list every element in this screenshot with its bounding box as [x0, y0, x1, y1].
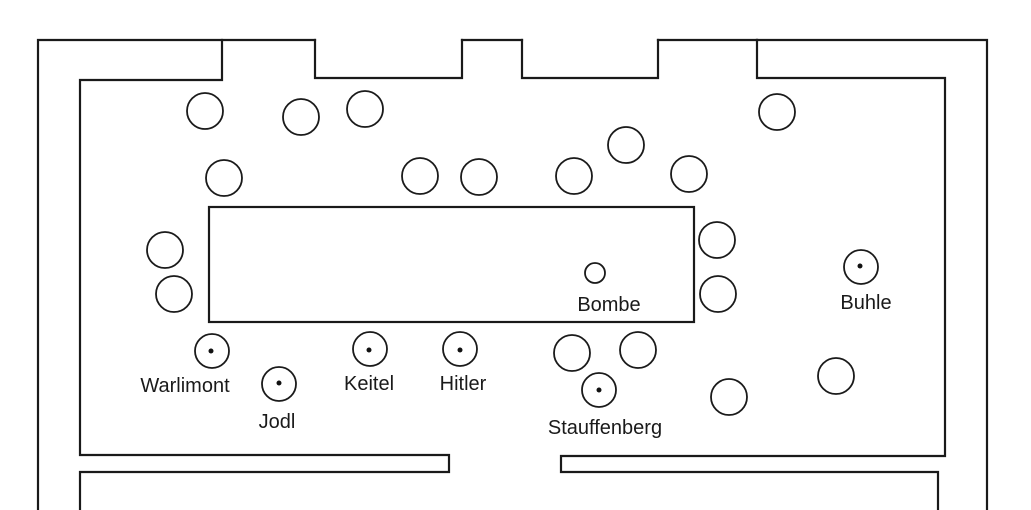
- person-buhle: Buhle: [840, 249, 892, 314]
- bomb-label: Bombe: [577, 294, 640, 316]
- stauffenberg-dot: [596, 387, 602, 393]
- door-frame-1: [313, 38, 464, 80]
- stauffenberg-label: Stauffenberg: [548, 417, 662, 439]
- seat: [401, 157, 439, 195]
- jodl-label: Jodl: [259, 411, 296, 433]
- seat: [186, 92, 224, 130]
- outer-wall-left: [36, 38, 451, 510]
- person-jodl: Jodl: [259, 366, 297, 433]
- keitel-dot: [366, 347, 372, 353]
- seat: [282, 98, 320, 136]
- seat: [710, 378, 748, 416]
- person-hitler: Hitler: [440, 331, 487, 395]
- person-keitel: Keitel: [344, 331, 394, 395]
- seat: [670, 155, 708, 193]
- seat: [346, 90, 384, 128]
- inner-wall-right: [559, 38, 947, 510]
- warlimont-dot: [208, 348, 214, 354]
- seat: [555, 157, 593, 195]
- door-frame-2: [520, 38, 660, 80]
- bomb-marker: Bombe: [577, 262, 641, 316]
- seat: [817, 357, 855, 395]
- outer-wall-right: [755, 38, 989, 510]
- buhle-label: Buhle: [840, 292, 891, 314]
- seat: [553, 334, 591, 372]
- seat: [607, 126, 645, 164]
- seat: [146, 231, 184, 269]
- conference-table: [207, 205, 696, 324]
- bomb-circle: [584, 262, 606, 284]
- seat: [460, 158, 498, 196]
- hitler-label: Hitler: [440, 373, 487, 395]
- buhle-dot: [857, 263, 863, 269]
- person-warlimont: Warlimont: [140, 333, 230, 397]
- jodl-dot: [276, 380, 282, 386]
- seat: [155, 275, 193, 313]
- hitler-dot: [457, 347, 463, 353]
- warlimont-label: Warlimont: [140, 375, 230, 397]
- seat: [205, 159, 243, 197]
- person-stauffenberg: Stauffenberg: [548, 372, 662, 439]
- attendee-seats: [146, 90, 855, 416]
- room-walls: [36, 38, 989, 510]
- seat: [758, 93, 796, 131]
- seat: [619, 331, 657, 369]
- keitel-label: Keitel: [344, 373, 394, 395]
- seat: [698, 221, 736, 259]
- seat: [699, 275, 737, 313]
